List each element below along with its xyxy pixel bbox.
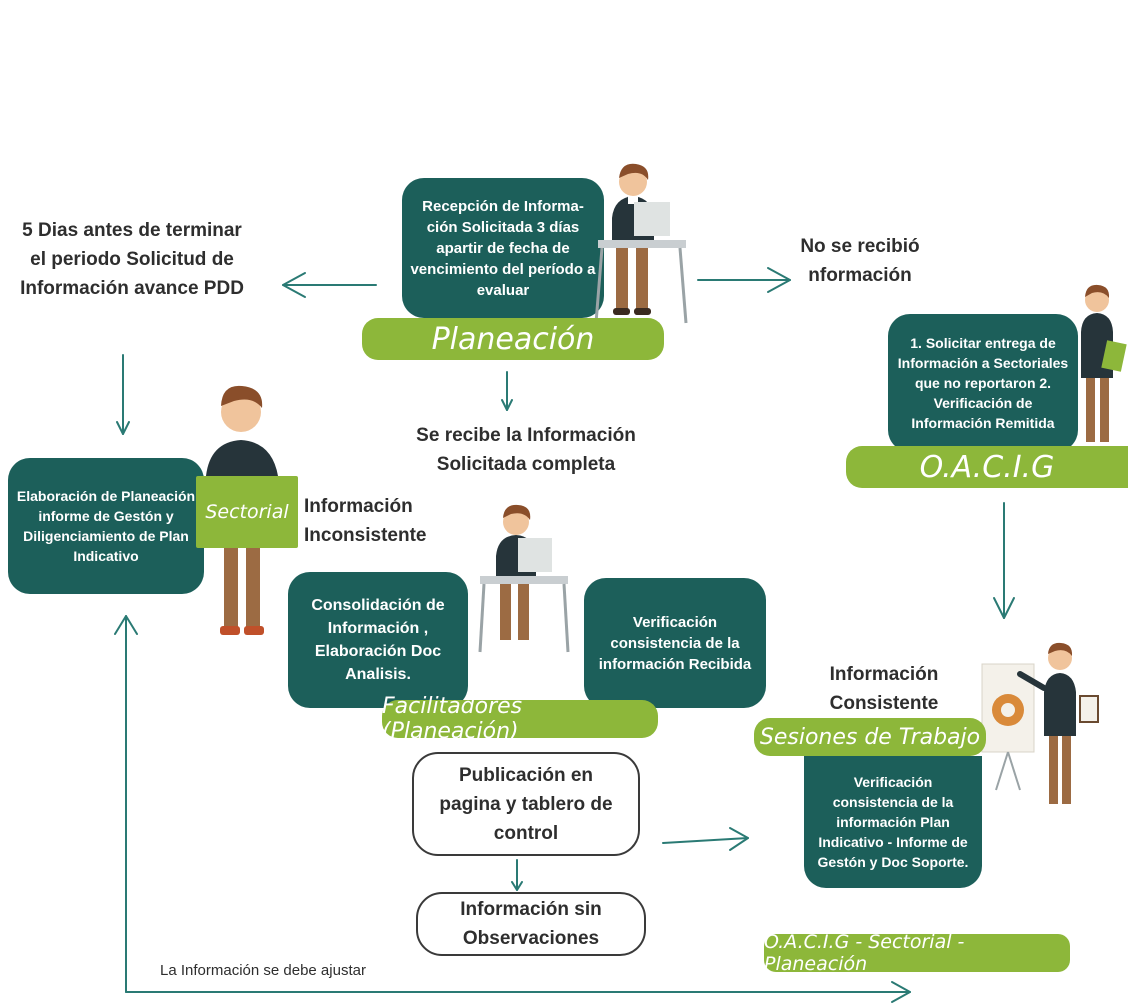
planeacion-bar: Planeación: [362, 318, 664, 360]
person-clipboard-icon: [1081, 284, 1127, 442]
footer-bar: O.A.C.I.G - Sectorial - Planeación: [764, 931, 1070, 975]
inconsistent-info-text: Información Inconsistente: [304, 496, 427, 546]
no-info-text: No se recibió nformación: [800, 236, 920, 286]
publication-box: Publicación en pagina y tablero de contr…: [412, 752, 640, 856]
verification-box: Verificación consistencia de la informac…: [584, 578, 766, 708]
reception-box: Recepción de Informa- ción Solicitada 3 …: [402, 178, 604, 318]
consistent-info-text: Información Consistente: [829, 664, 939, 714]
sessions-box: Verificación consistencia de la informac…: [804, 756, 982, 888]
consolidation-box: Consolidación de Información , Elaboraci…: [288, 572, 468, 708]
person-desk-icon-2: [478, 504, 570, 653]
no-observations-box: Información sin Observaciones: [416, 892, 646, 956]
sectorial-bar: Sectorial: [196, 476, 298, 548]
adjust-info-text: La Información se debe ajustar: [160, 962, 366, 979]
oacig-bar: O.A.C.I.G: [846, 446, 1128, 488]
person-presentation-icon: [981, 642, 1099, 804]
oacig-tasks-box: 1. Solicitar entrega de Información a Se…: [888, 314, 1078, 452]
person-desk-icon: [594, 163, 688, 324]
facilitadores-bar: Facilitadores (Planeación): [382, 694, 658, 744]
info-received-text: Se recibe la Información Solicitada comp…: [416, 425, 636, 475]
sectorial-box: Elaboración de Planeación informe de Ges…: [8, 458, 204, 594]
sesiones-bar: Sesiones de Trabajo: [754, 718, 986, 756]
request-step-text: 5 Dias antes de terminar el periodo Soli…: [20, 220, 244, 299]
